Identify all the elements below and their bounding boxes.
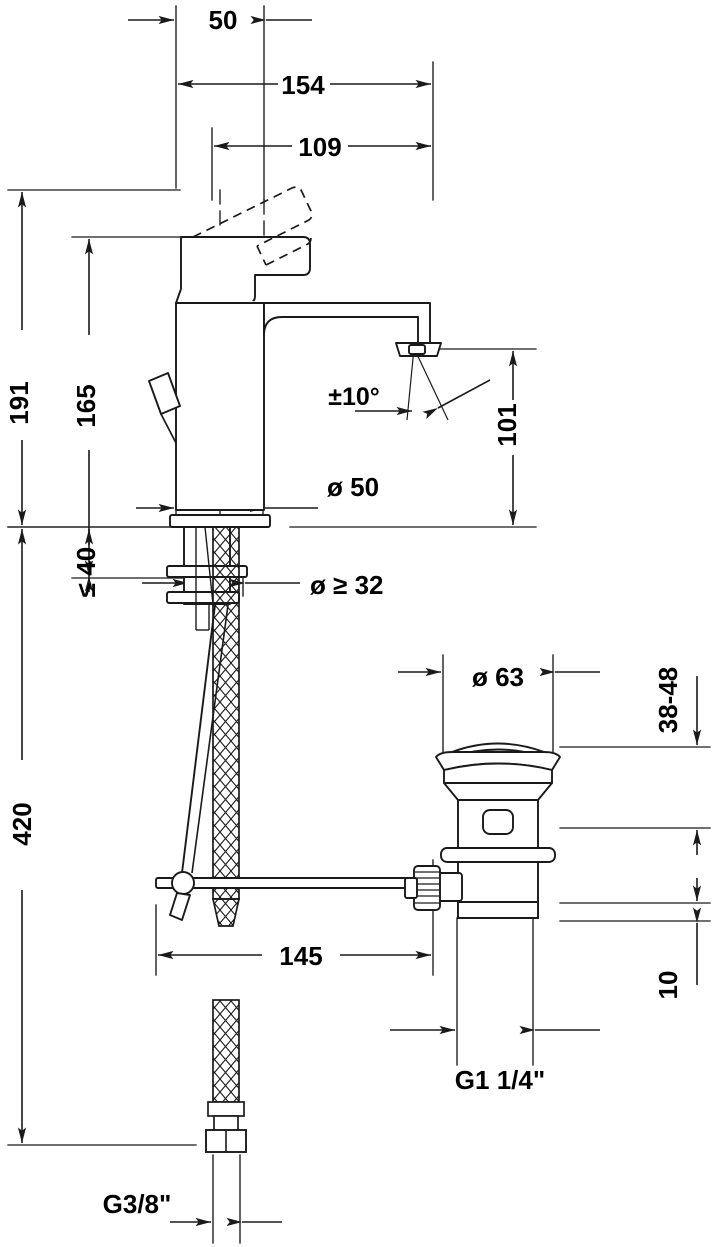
base-flange <box>169 514 271 528</box>
label-10: 10 <box>653 971 683 1000</box>
lift-rod-knob <box>148 372 181 415</box>
dimension-labels: 50 154 109 191 165 ±10° 101 ø 50 ≤ 40 ø … <box>4 5 683 1219</box>
label-165: 165 <box>71 384 101 427</box>
label-dia32: ø ≥ 32 <box>310 570 384 600</box>
label-154: 154 <box>281 70 325 100</box>
drain-collar <box>443 762 553 784</box>
horizontal-rod <box>155 877 419 889</box>
label-109: 109 <box>298 132 341 162</box>
label-3848: 38-48 <box>653 667 683 734</box>
hose-ferrule <box>207 1101 245 1117</box>
label-50: 50 <box>209 5 238 35</box>
label-101: 101 <box>492 403 522 446</box>
body-column <box>175 302 265 511</box>
label-dia63: ø 63 <box>472 662 524 692</box>
lever-handle-raised-outline <box>192 186 313 247</box>
label-g114: G1 1/4" <box>455 1065 545 1095</box>
lift-strap <box>181 604 216 874</box>
label-tilt: ±10° <box>328 383 380 411</box>
label-dia50: ø 50 <box>327 472 379 502</box>
nut-shoulder <box>404 877 418 899</box>
label-40: ≤ 40 <box>71 547 101 597</box>
pivot-ball <box>171 871 195 895</box>
supply-hose <box>205 526 247 1153</box>
drain-lower-flange <box>440 847 556 863</box>
aerator-face <box>408 344 426 355</box>
label-191: 191 <box>4 381 34 424</box>
popup-linkage <box>155 604 419 921</box>
pull-rod <box>204 526 214 605</box>
label-145: 145 <box>279 941 322 971</box>
overflow-slot <box>482 809 514 835</box>
label-g38: G3/8" <box>103 1189 172 1219</box>
ball-joint-boss <box>437 872 463 902</box>
drain-neck <box>443 782 553 801</box>
drain-assembly <box>404 742 561 919</box>
knurled-nut <box>413 865 441 911</box>
dimension-arrows <box>17 15 702 1227</box>
label-420: 420 <box>7 802 37 845</box>
lift-rod-stem <box>160 413 177 444</box>
drain-tube-lower <box>457 901 539 919</box>
clevis-tail <box>169 892 191 921</box>
